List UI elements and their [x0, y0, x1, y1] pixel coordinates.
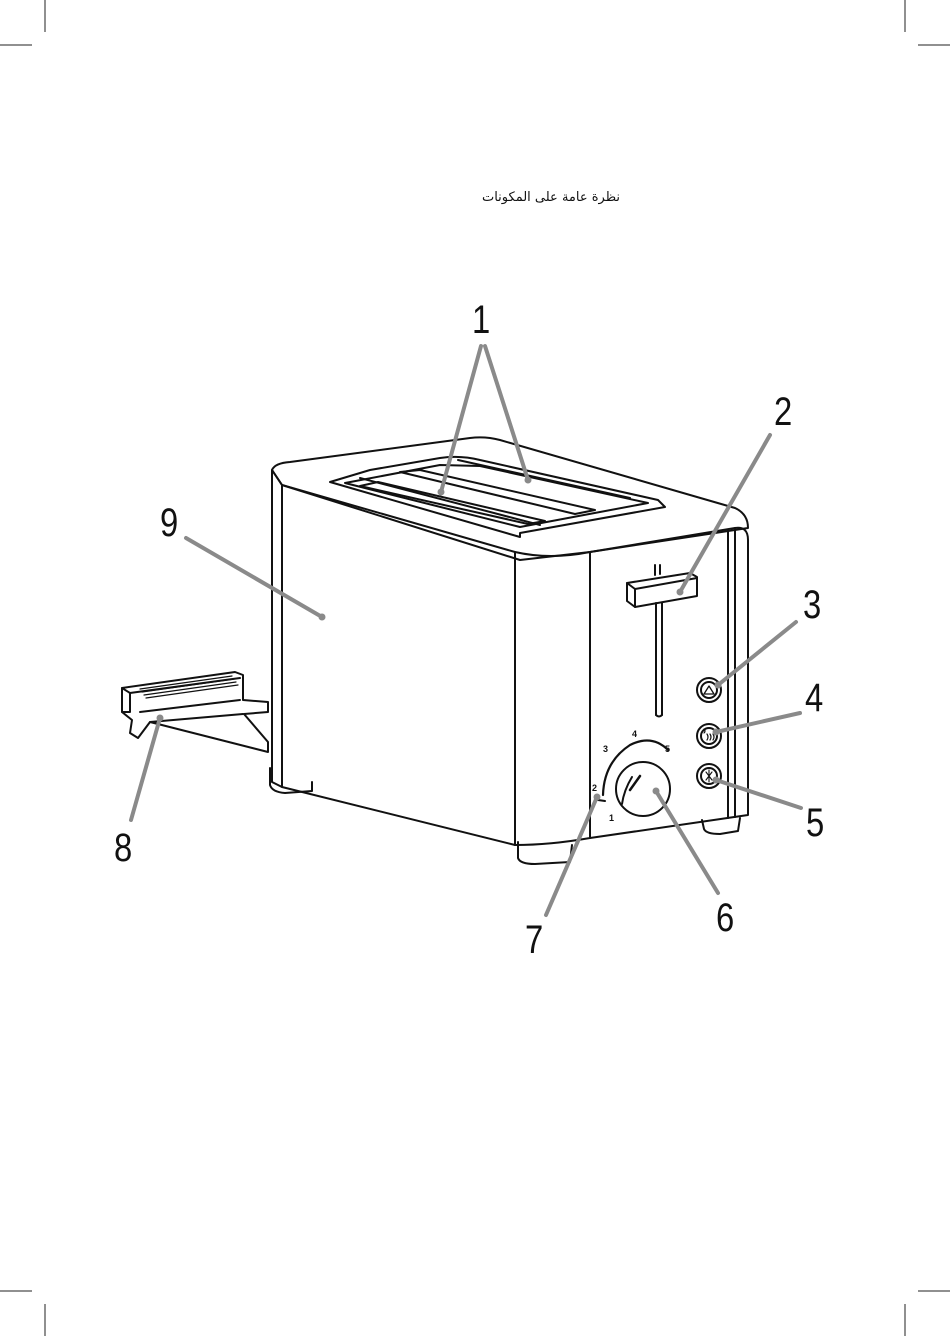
- browning-dial: [616, 762, 670, 816]
- reheat-icon: [704, 729, 714, 740]
- bread-slot: [400, 470, 595, 514]
- leader-line-6: [656, 791, 718, 893]
- leader-line-8: [131, 718, 160, 820]
- callout-4: 4: [805, 678, 823, 718]
- callout-8: 8: [114, 828, 132, 868]
- housing-front-panel: [272, 470, 282, 787]
- button-defrost: [697, 764, 721, 788]
- callout-5: 5: [806, 803, 824, 843]
- leader-line-7: [546, 797, 597, 915]
- leader-line-2: [680, 435, 770, 592]
- dial-label-3: 3: [603, 744, 608, 754]
- callout-9: 9: [160, 503, 178, 543]
- callout-2: 2: [774, 392, 792, 432]
- callout-7: 7: [525, 920, 543, 960]
- dial-label-5: 5: [665, 744, 670, 754]
- dial-label-1: 1: [609, 813, 614, 823]
- eject-icon: [704, 686, 714, 694]
- leader-line-1b: [485, 346, 528, 480]
- leader-line-1a: [441, 346, 481, 492]
- callout-3: 3: [803, 585, 821, 625]
- leader-line-3: [718, 622, 796, 685]
- defrost-icon: [706, 770, 712, 782]
- callout-6: 6: [716, 898, 734, 938]
- dial-label-2: 2: [592, 783, 597, 793]
- button-reheat: [697, 724, 721, 748]
- callout-1: 1: [472, 300, 490, 340]
- leader-line-9: [186, 538, 322, 617]
- dial-label-4: 4: [632, 729, 637, 739]
